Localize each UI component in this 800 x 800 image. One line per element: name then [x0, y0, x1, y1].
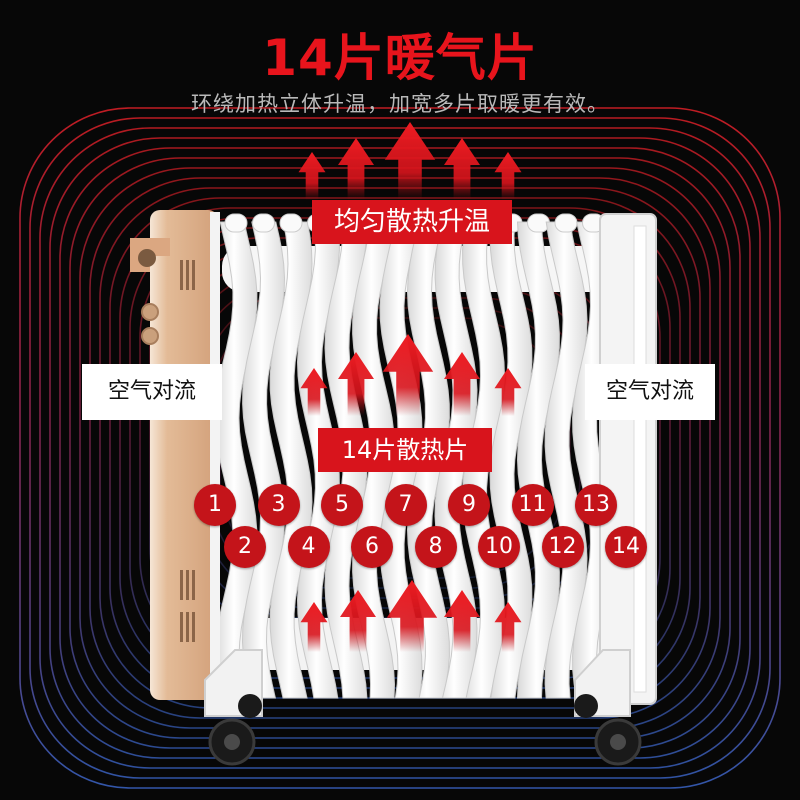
air-convection-label-left: 空气对流	[82, 364, 222, 420]
heat-arrow-up-icon	[386, 580, 438, 652]
fin-number-badge: 11	[511, 484, 554, 526]
fin-number-badge: 3	[257, 484, 300, 526]
heat-arrow-up-icon	[338, 138, 374, 200]
heat-arrow-up-icon	[338, 352, 374, 416]
heat-wave-ring	[19, 107, 781, 789]
handle-hole	[138, 249, 156, 267]
page-subtitle: 环绕加热立体升温，加宽多片取暖更有效。	[191, 92, 609, 116]
fin-top-cap	[279, 213, 303, 233]
heat-wave-ring	[29, 117, 771, 779]
fin-number-badge: 2	[224, 526, 266, 568]
fin-top-cap	[224, 213, 248, 233]
fin-number-badge: 12	[541, 526, 584, 568]
fin-number-badge: 13	[575, 484, 617, 526]
radiator-fins	[214, 213, 616, 699]
heat-arrow-up-icon	[494, 368, 522, 416]
wheel-hub	[610, 734, 626, 750]
heat-wave-ring	[39, 127, 761, 769]
fin-number-badge: 5	[321, 484, 363, 526]
heat-arrow-up-icon	[300, 602, 328, 652]
heat-arrow-up-icon	[298, 152, 326, 200]
control-knob-icon	[141, 303, 159, 321]
fin-number-badge: 10	[478, 526, 520, 568]
panel-vents	[180, 260, 195, 642]
heat-arrow-up-icon	[444, 352, 480, 416]
fin-number-badge: 7	[384, 484, 427, 526]
heat-arrow-up-icon	[494, 152, 522, 200]
panel-edge	[210, 212, 220, 698]
fin-top-cap	[252, 213, 275, 233]
heater-body	[130, 210, 657, 766]
control-panel	[150, 210, 218, 700]
heat-arrows	[298, 122, 522, 652]
heat-arrow-up-icon	[384, 122, 436, 200]
fin-number-badge: 1	[194, 484, 236, 526]
heat-arrow-up-icon	[444, 590, 480, 652]
heat-arrow-up-icon	[300, 368, 328, 416]
air-convection-label-right: 空气对流	[585, 364, 715, 420]
wheel-hub	[224, 734, 240, 750]
fin-top-cap	[554, 213, 578, 233]
heat-arrow-up-icon	[444, 138, 480, 200]
heat-arrow-up-icon	[494, 602, 522, 652]
right-panel-rail	[633, 225, 647, 693]
radiator-fin	[269, 221, 313, 699]
right-end-panel	[599, 213, 657, 705]
control-knob-icon	[141, 327, 159, 345]
radiator-fin	[241, 221, 286, 699]
heat-arrow-up-icon	[382, 334, 434, 416]
caster-wheel-icon	[238, 694, 262, 718]
caster-wheel-icon	[574, 694, 598, 718]
even-heating-banner: 均匀散热升温	[312, 200, 512, 244]
fin-number-badge: 4	[287, 526, 330, 568]
fin-number-badge: 9	[448, 484, 490, 526]
fin-number-badge: 8	[414, 526, 457, 568]
fin-count-banner: 14片散热片	[318, 428, 492, 472]
page-title: 14片暖气片	[262, 29, 538, 87]
fin-number-badge: 14	[605, 526, 647, 568]
heat-arrow-up-icon	[340, 590, 376, 652]
fin-number-badge: 6	[351, 526, 393, 568]
